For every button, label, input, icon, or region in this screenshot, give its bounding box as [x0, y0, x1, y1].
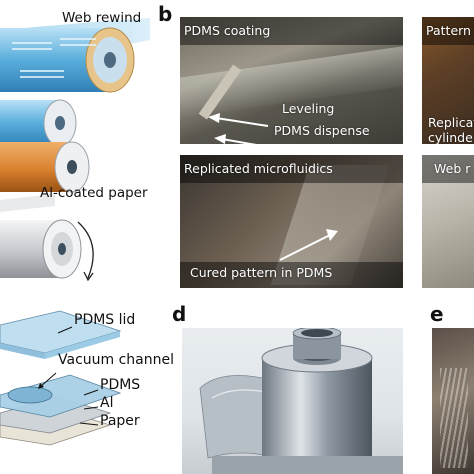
- panel-c: PDMS lid Vacuum channel PDMS Al Paper: [0, 305, 175, 474]
- roll-to-roll-illustration: [0, 18, 150, 282]
- microchannel: [7, 386, 53, 404]
- label-al: Al: [100, 395, 114, 411]
- photo2-title: Replicated microfluidics: [184, 161, 333, 176]
- label-paper: Paper: [100, 413, 140, 429]
- paper-sheet: [0, 194, 55, 212]
- photo1-title: PDMS coating: [184, 23, 271, 38]
- photo3-line1: Replicat: [428, 115, 474, 130]
- photo1-arrow-pdms-dispense: PDMS dispense: [274, 123, 370, 138]
- roll-stand: [212, 456, 403, 474]
- panel-letter-b: b: [158, 2, 173, 26]
- photo3-line2: cylinde: [428, 130, 473, 144]
- label-pdms: PDMS: [100, 377, 141, 393]
- panel-a: Web rewind Al-coated paper: [0, 0, 170, 290]
- label-vacuum-channel: Vacuum channel: [58, 352, 174, 368]
- photo-pattern-cylinder: Pattern Replicat cylinde: [422, 17, 474, 144]
- pdms-layer: [0, 374, 122, 418]
- photo1-arrow-leveling: Leveling: [282, 101, 335, 116]
- panel-letter-d: d: [172, 302, 187, 326]
- photo4-title: Web r: [434, 161, 471, 176]
- photo2-caption: Cured pattern in PDMS: [190, 265, 333, 280]
- photo3-title: Pattern: [426, 23, 471, 38]
- photo-web-pattern-closeup: [432, 328, 474, 474]
- photo-replicated-microfluidics: Replicated microfluidics Cured pattern i…: [180, 155, 403, 288]
- roll-body: [262, 358, 372, 458]
- layer-stack-illustration: [0, 310, 122, 446]
- label-al-coated-paper: Al-coated paper: [40, 185, 148, 201]
- label-pdms-lid: PDMS lid: [74, 312, 136, 328]
- rotation-arrow: [77, 221, 94, 279]
- label-web-rewind: Web rewind: [62, 10, 142, 26]
- panel-letter-e: e: [430, 302, 444, 326]
- photo-pdms-coating: PDMS coating Leveling PDMS dispense: [180, 17, 403, 144]
- photo-al-paper-roll: [182, 328, 403, 474]
- photo-web-rewind: Web r: [422, 155, 474, 288]
